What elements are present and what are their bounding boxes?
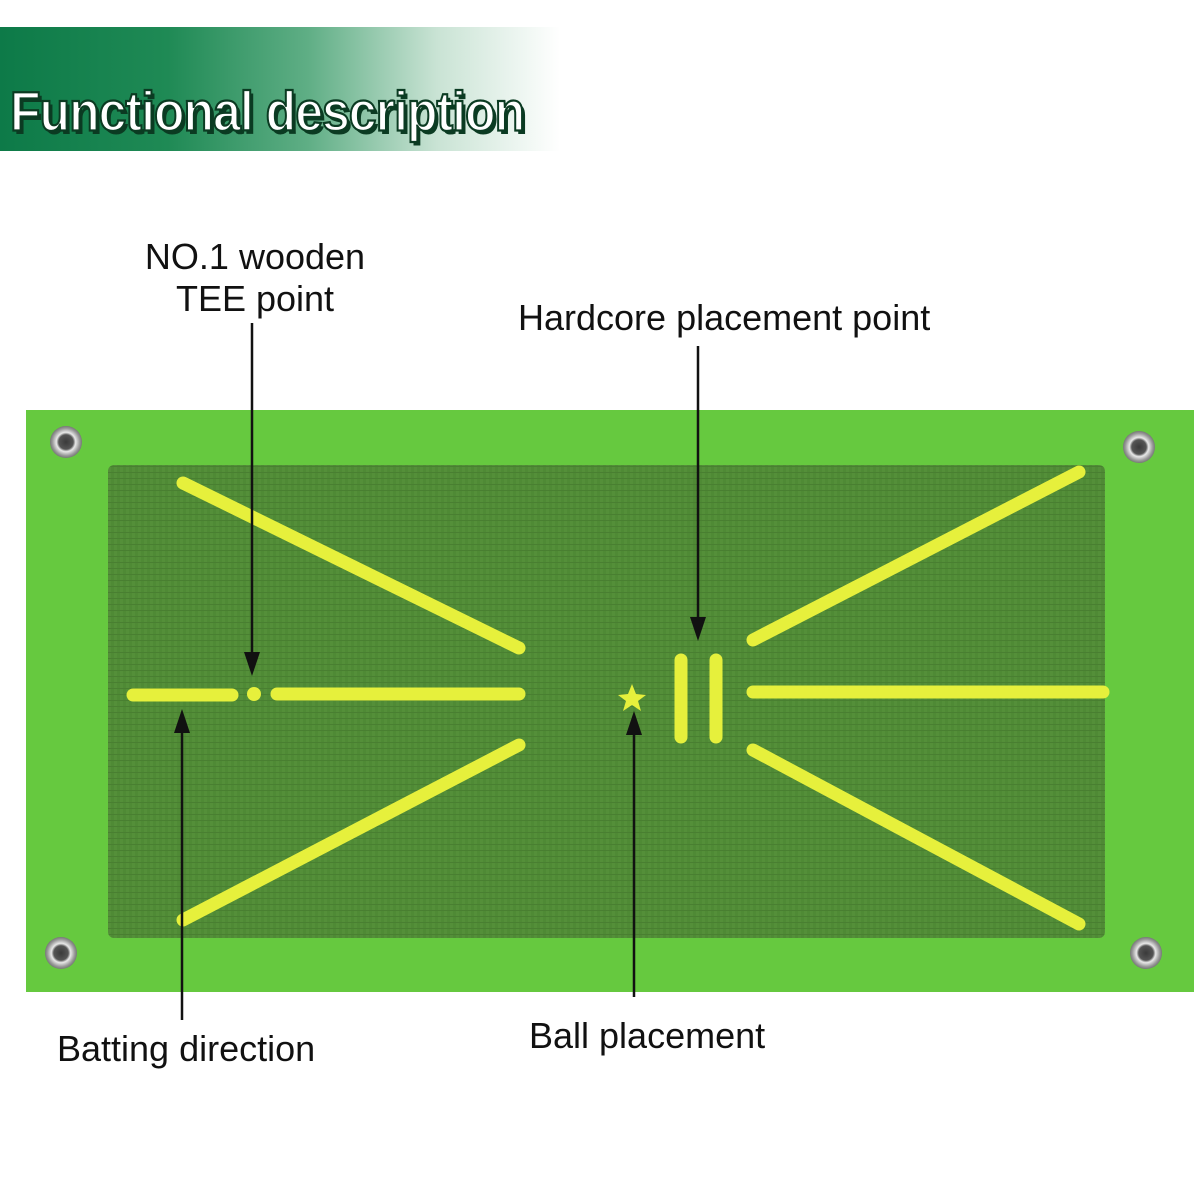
page-title: Functional description	[9, 79, 526, 144]
grommet-icon	[1123, 431, 1155, 463]
tee-point-label: NO.1 wooden TEE point	[120, 236, 390, 321]
guide-line-upper-left	[176, 476, 526, 655]
ball-placement-label: Ball placement	[529, 1015, 766, 1056]
hardcore-point-label: Hardcore placement point	[518, 297, 931, 338]
guide-lines	[126, 465, 1110, 931]
guide-line-lower-left	[176, 738, 526, 927]
grommet-icon	[45, 937, 77, 969]
header-banner: Functional description	[0, 27, 560, 151]
grommet-icon	[50, 426, 82, 458]
batting-direction-label: Batting direction	[57, 1028, 316, 1069]
tee-point-label-line1: NO.1 wooden	[144, 236, 366, 277]
guide-line-upper-right	[746, 465, 1086, 647]
grommet-icon	[1130, 937, 1162, 969]
tee-point-label-line2: TEE point	[175, 278, 335, 320]
ball-point-star	[618, 684, 646, 711]
guide-line-lower-right	[746, 743, 1086, 931]
tee-point-dot	[247, 687, 261, 701]
